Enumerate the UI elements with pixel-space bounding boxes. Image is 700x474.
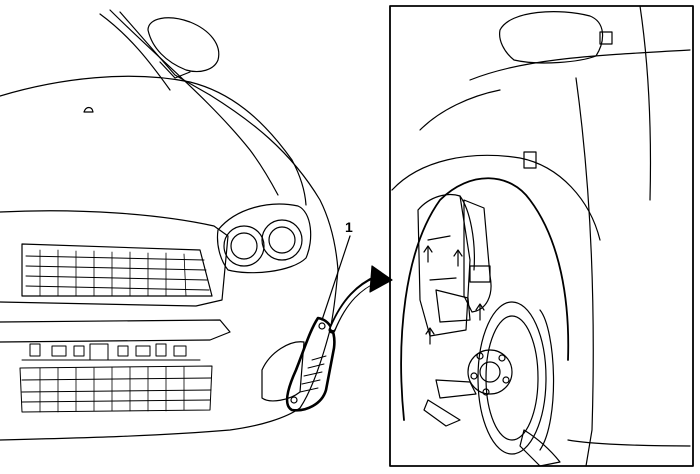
license-plate-brackets	[21, 343, 201, 361]
side-mirror	[147, 17, 220, 73]
side-marker	[523, 151, 537, 169]
windshield-edge	[99, 13, 171, 91]
a-pillar-inset	[469, 49, 691, 81]
fog-lamp-opening	[261, 341, 305, 402]
door-edge	[639, 5, 652, 201]
brake-rotor	[477, 301, 555, 455]
wheel-arch	[400, 177, 570, 421]
fender-liner	[417, 193, 471, 337]
upper-grille-frame	[21, 243, 213, 297]
front-bumper-overview: 1	[0, 9, 393, 441]
fender-rear-edge	[575, 77, 594, 467]
callout-leader-1	[321, 235, 351, 321]
headlamp-lens-1	[223, 225, 265, 267]
brake-caliper	[519, 429, 561, 467]
mirror-clip	[599, 31, 613, 45]
a-pillar	[119, 11, 211, 96]
upper-grille-mesh	[25, 249, 210, 297]
retainer-arrows	[423, 245, 485, 345]
wheel-well-detail-inset	[391, 5, 691, 467]
hood-outline	[0, 75, 307, 206]
upper-fascia	[0, 210, 229, 307]
headlamp-lens-2	[261, 219, 303, 261]
detail-arrow	[328, 265, 393, 334]
lower-grille-mesh	[19, 365, 213, 413]
hood-crease	[109, 9, 279, 196]
arrow-head	[369, 265, 393, 293]
fender-top	[391, 154, 601, 241]
lower-fascia-top	[0, 319, 231, 343]
fog-lamp-bezel	[285, 316, 336, 412]
headlamp-assembly	[216, 203, 312, 274]
callout-number-1: 1	[345, 219, 353, 235]
ground-line	[567, 439, 691, 447]
hood-mark	[83, 106, 94, 113]
wheel-hub	[467, 349, 513, 396]
lower-control-arm	[435, 379, 477, 399]
fender-line	[209, 94, 339, 271]
inset-mirror	[499, 11, 604, 64]
mirror-base	[159, 61, 191, 79]
bumper-lower-edge	[0, 407, 301, 441]
